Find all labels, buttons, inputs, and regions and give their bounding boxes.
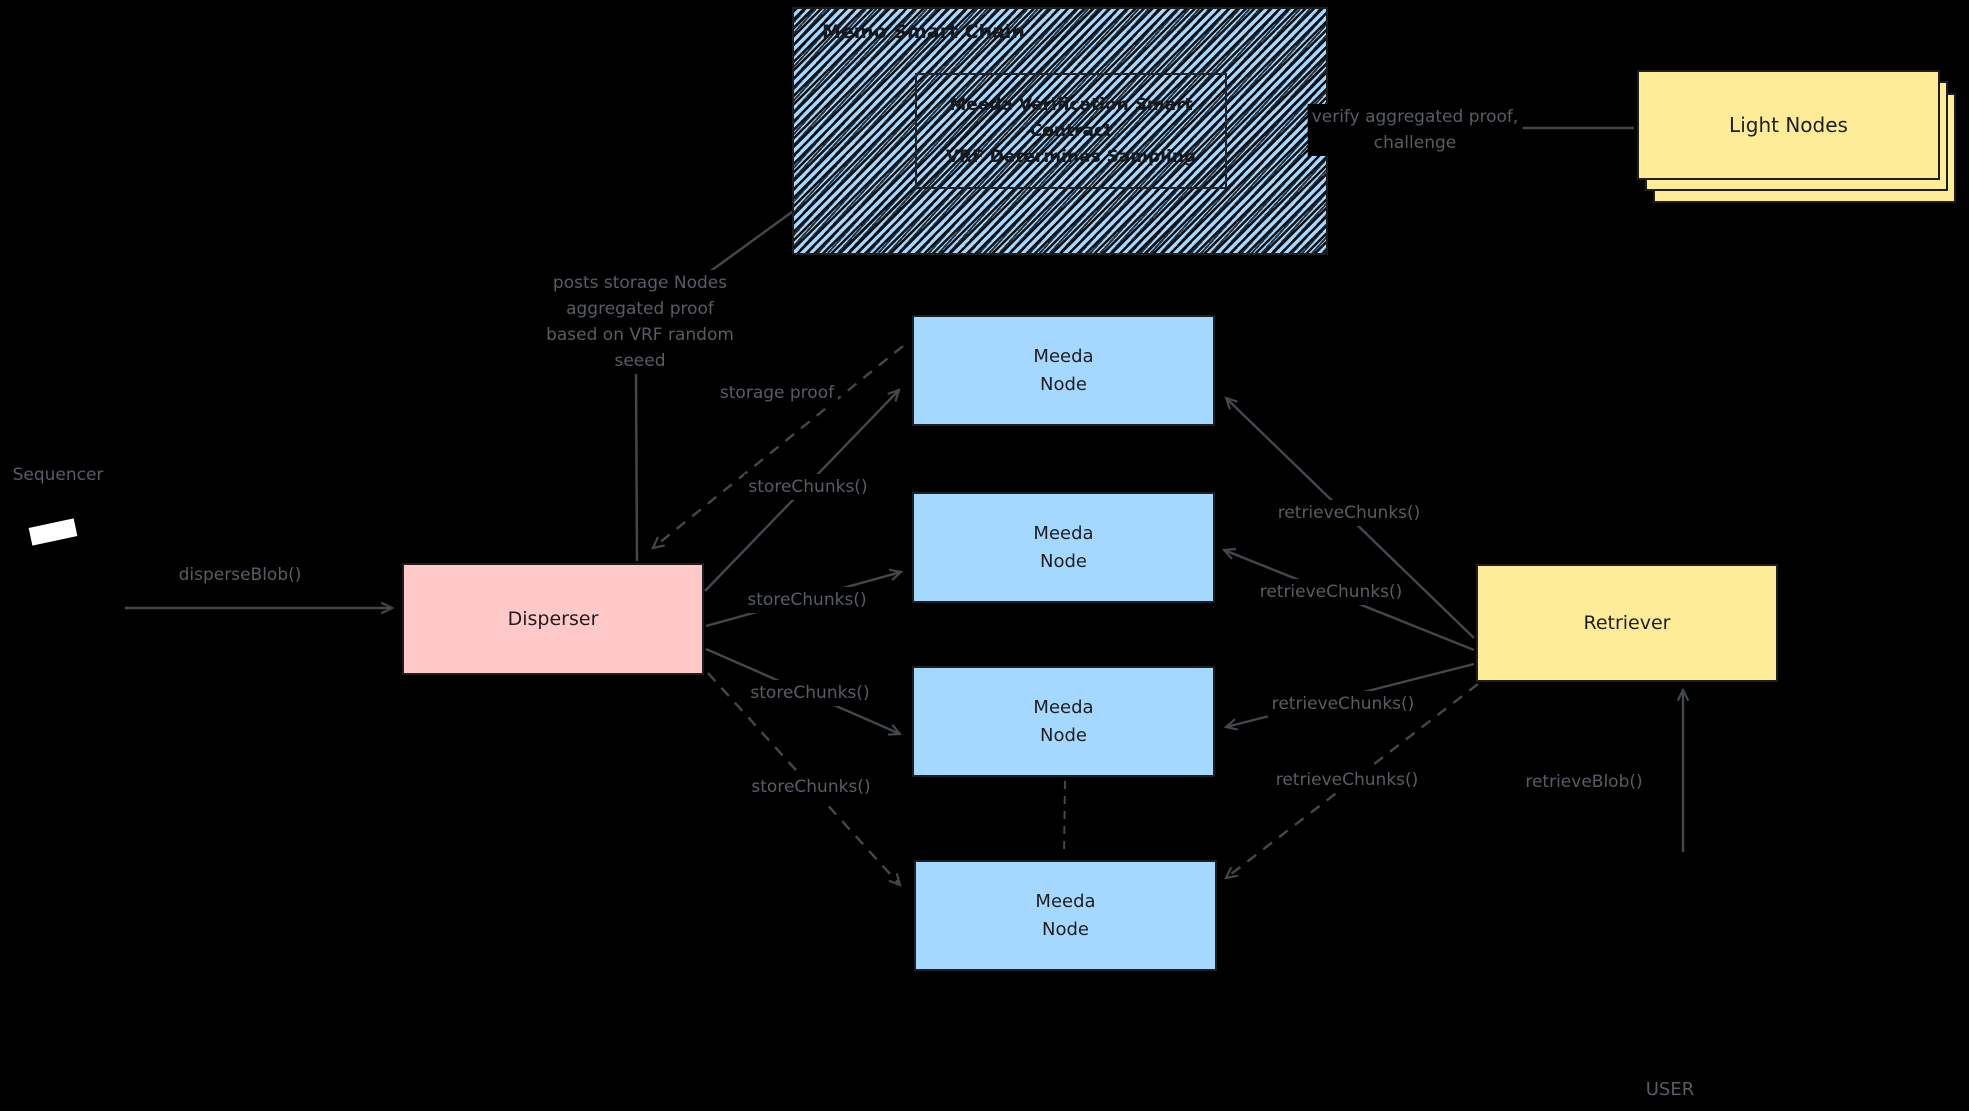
- meeda-node-1-line1: Meeda: [1033, 345, 1094, 367]
- store-chunks-label-3: storeChunks(): [746, 680, 874, 706]
- disperser-box: Disperser: [402, 563, 704, 675]
- meeda-node-3-line2: Node: [1040, 724, 1087, 746]
- posts-proof-line3: based on VRF random: [546, 325, 734, 345]
- retriever-label: Retriever: [1583, 612, 1671, 634]
- meeda-node-4-line1: Meeda: [1035, 890, 1096, 912]
- user-label: USER: [1641, 1077, 1699, 1103]
- meeda-node-box-2: Meeda Node: [912, 492, 1215, 603]
- line-posts-proof-vertical: [634, 371, 639, 562]
- meeda-node-box-4: Meeda Node: [914, 860, 1217, 971]
- light-nodes-box: Light Nodes: [1637, 70, 1940, 180]
- posts-proof-line2: aggregated proof: [566, 299, 714, 319]
- retrieve-blob-label: retrieveBlob(): [1521, 769, 1647, 795]
- arrow-retrieve-chunks-4-dashed: [1226, 683, 1479, 878]
- posts-proof-line1: posts storage Nodes: [552, 273, 728, 293]
- verify-proof-line1: verify aggregated proof,: [1311, 107, 1519, 127]
- arrow-storage-proof-dashed: [653, 345, 904, 548]
- contract-line-1: Meeda Verification Smart: [949, 95, 1193, 115]
- store-chunks-label-1: storeChunks(): [744, 474, 872, 500]
- chain-title: Memo Smart Chain: [822, 21, 1025, 43]
- light-nodes-label: Light Nodes: [1729, 113, 1848, 137]
- retrieve-chunks-label-2: retrieveChunks(): [1255, 579, 1407, 605]
- disperser-label: Disperser: [507, 608, 599, 630]
- contract-line-2: Contract: [1029, 121, 1113, 141]
- retrieve-chunks-label-4: retrieveChunks(): [1271, 767, 1423, 793]
- verify-proof-line2: challenge: [1373, 133, 1457, 153]
- posts-proof-label: posts storage Nodes aggregated proof bas…: [542, 270, 738, 374]
- meeda-node-box-3: Meeda Node: [912, 666, 1215, 777]
- meeda-node-4-line2: Node: [1042, 918, 1089, 940]
- line-node-ellipsis-dashed: [1063, 780, 1066, 857]
- disperse-blob-label: disperseBlob(): [174, 562, 306, 588]
- meeda-node-box-1: Meeda Node: [912, 315, 1215, 426]
- meeda-node-3-line1: Meeda: [1033, 696, 1094, 718]
- store-chunks-label-4: storeChunks(): [747, 774, 875, 800]
- meeda-node-2-line1: Meeda: [1033, 522, 1094, 544]
- memo-smart-chain-box: Memo Smart Chain Meeda Verification Smar…: [792, 7, 1328, 255]
- meeda-node-1-line2: Node: [1040, 373, 1087, 395]
- sequencer-label: Sequencer: [8, 462, 108, 488]
- verify-proof-label: verify aggregated proof, challenge: [1307, 104, 1523, 156]
- retriever-box: Retriever: [1476, 564, 1778, 682]
- retrieve-chunks-label-3: retrieveChunks(): [1267, 691, 1419, 717]
- contract-line-3: VRF Determines Sampling: [945, 147, 1197, 167]
- store-chunks-label-2: storeChunks(): [743, 587, 871, 613]
- meeda-node-2-line2: Node: [1040, 550, 1087, 572]
- verification-contract-box: Meeda Verification Smart Contract VRF De…: [915, 73, 1227, 189]
- retrieve-chunks-label-1: retrieveChunks(): [1273, 500, 1425, 526]
- posts-proof-line4: seeed: [614, 351, 666, 371]
- storage-proof-label: storage proof: [715, 380, 839, 406]
